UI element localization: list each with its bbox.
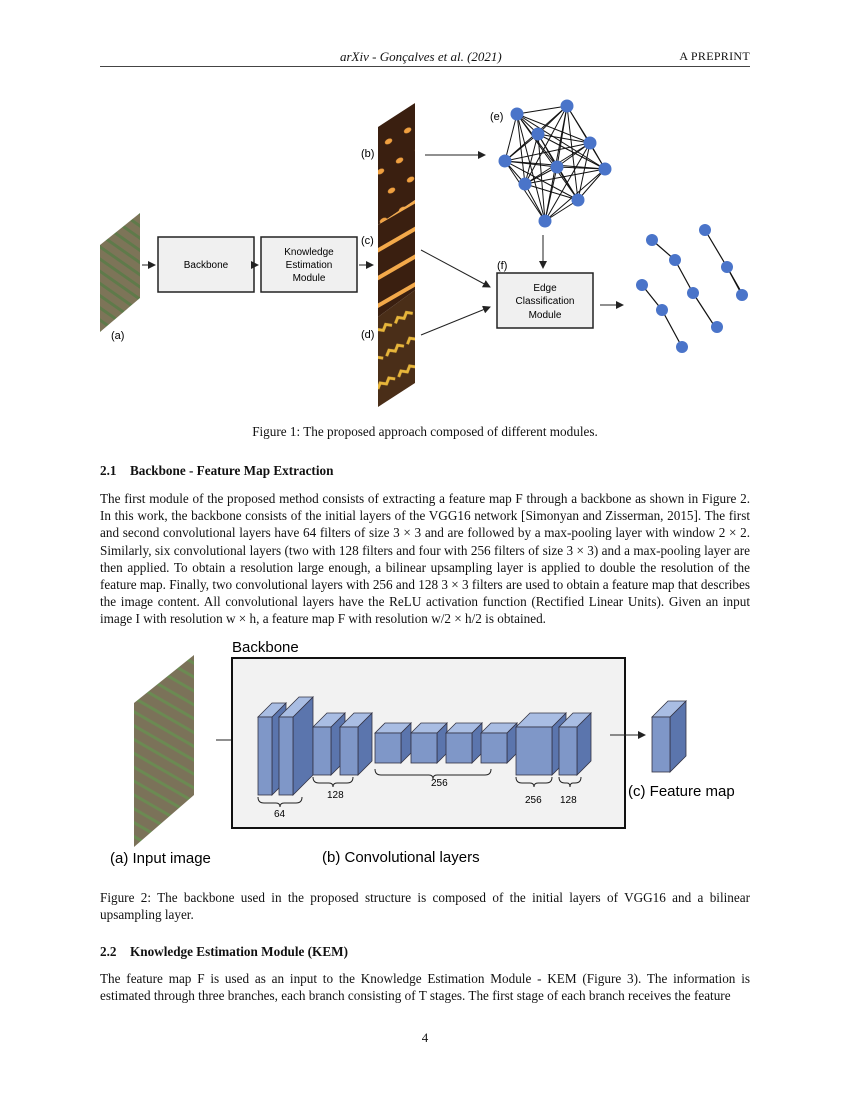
feature-map-block	[651, 700, 687, 773]
running-header-left: arXiv - Gonçalves et al. (2021)	[340, 49, 502, 64]
figure-2: Backbone 64 128 256 256 128 (c) Feature …	[110, 639, 735, 867]
conv-layer-256-2	[410, 722, 448, 764]
input-image-thumbnail	[134, 655, 194, 847]
graph-node	[550, 160, 564, 174]
graph-node	[531, 127, 545, 141]
filter-label-256b: 256	[525, 795, 542, 806]
conv-layer-256-3	[445, 722, 483, 764]
graph-edge	[504, 113, 518, 162]
conv-layer-64-2	[278, 696, 314, 796]
ecm-label-line-3: Module	[529, 310, 562, 321]
graph-edge	[504, 133, 539, 162]
running-header-right: A PREPRINT	[679, 49, 750, 63]
graph-edge	[544, 166, 558, 222]
filter-label-256: 256	[431, 778, 448, 789]
complete-graph-e	[498, 99, 612, 228]
graph-edge	[566, 105, 579, 201]
graph-edge	[516, 113, 558, 168]
heatmap-c	[378, 200, 415, 317]
input-field-thumbnail	[100, 213, 140, 332]
graph-edge	[537, 133, 591, 144]
kem-label-line-1: Knowledge	[284, 247, 334, 258]
figure-1: (a) Backbone Knowledge Estimation Module…	[100, 99, 748, 407]
graph-edge	[556, 142, 591, 168]
kem-box	[260, 236, 358, 293]
kem-label-line-3: Module	[293, 273, 326, 284]
graph-node	[510, 107, 524, 121]
heatmap-b	[378, 103, 415, 225]
label-e: (e)	[490, 111, 503, 123]
filter-braces	[257, 768, 582, 808]
conv-layers	[257, 696, 592, 796]
graph-edge	[556, 166, 606, 170]
header-rule	[100, 66, 750, 67]
section-2-2-heading: 2.2 Knowledge Estimation Module (KEM)	[100, 944, 348, 960]
filter-label-64: 64	[274, 809, 286, 820]
backbone-title: Backbone	[232, 639, 299, 656]
graph-edge	[537, 133, 606, 170]
section-2-2-number: 2.2	[100, 944, 117, 959]
graph-node	[598, 162, 612, 176]
label-a: (a)	[111, 330, 124, 342]
section-2-2-paragraph: The feature map F is used as an input to…	[100, 971, 750, 1004]
conv-layer-256-up	[515, 712, 567, 776]
figure-1-caption: Figure 1: The proposed approach composed…	[252, 424, 598, 439]
graph-edge	[537, 105, 568, 135]
graph-edge	[544, 199, 579, 222]
label-d: (d)	[361, 329, 374, 341]
graph-node	[538, 214, 552, 228]
graph-edge	[524, 105, 568, 185]
graph-edge	[516, 113, 546, 222]
section-2-1-paragraph: The first module of the proposed method …	[100, 491, 750, 627]
graph-node	[498, 154, 512, 168]
graph-edge	[504, 142, 591, 162]
conv-layer-128-up	[558, 712, 592, 776]
graph-edge	[524, 168, 606, 185]
section-2-1-heading: 2.1 Backbone - Feature Map Extraction	[100, 463, 333, 479]
label-f: (f)	[497, 260, 507, 272]
input-image-label: (a) Input image	[110, 850, 211, 867]
ecm-label-line-2: Classification	[516, 296, 575, 307]
graph-edge	[516, 113, 591, 144]
backbone-box-label: Backbone	[184, 260, 229, 271]
graph-node	[518, 177, 532, 191]
page-number: 4	[421, 1030, 429, 1045]
filter-label-128: 128	[327, 790, 344, 801]
graph-node	[560, 99, 574, 113]
graph-edge	[537, 133, 546, 222]
arrow-c-to-ecm	[420, 249, 491, 288]
graph-node	[583, 136, 597, 150]
conv-layer-256-1	[374, 722, 412, 764]
label-b: (b)	[361, 148, 374, 160]
feature-map-label: (c) Feature map	[628, 783, 735, 800]
graph-edge	[524, 133, 539, 185]
ecm-label-line-1: Edge	[533, 283, 557, 294]
graph-edge	[516, 113, 579, 201]
graph-node	[571, 193, 585, 207]
conv-layer-256-4	[480, 722, 518, 764]
graph-edge	[504, 160, 546, 222]
section-2-1-number: 2.1	[100, 463, 117, 478]
conv-layers-label: (b) Convolutional layers	[322, 849, 480, 866]
graph-edge	[556, 166, 579, 201]
graph-edge	[516, 113, 526, 185]
label-c: (c)	[361, 235, 374, 247]
figure-2-caption: Figure 2: The backbone used in the propo…	[100, 890, 750, 922]
graph-edge	[504, 160, 558, 168]
section-2-2-title: Knowledge Estimation Module (KEM)	[130, 944, 348, 959]
heatmap-d	[378, 290, 415, 407]
feature-map-cube	[651, 700, 687, 773]
conv-layer-128-2	[339, 712, 373, 776]
graph-edge	[524, 183, 546, 222]
section-2-1-title: Backbone - Feature Map Extraction	[130, 463, 334, 478]
edge-classification-box	[496, 272, 594, 329]
arrow-d-to-ecm	[420, 305, 491, 336]
graph-edge	[556, 105, 568, 168]
graph-edge	[577, 168, 606, 201]
output-graph	[636, 224, 748, 353]
kem-label-line-2: Estimation	[286, 260, 333, 271]
graph-edge	[516, 105, 568, 115]
filter-label-128b: 128	[560, 795, 577, 806]
